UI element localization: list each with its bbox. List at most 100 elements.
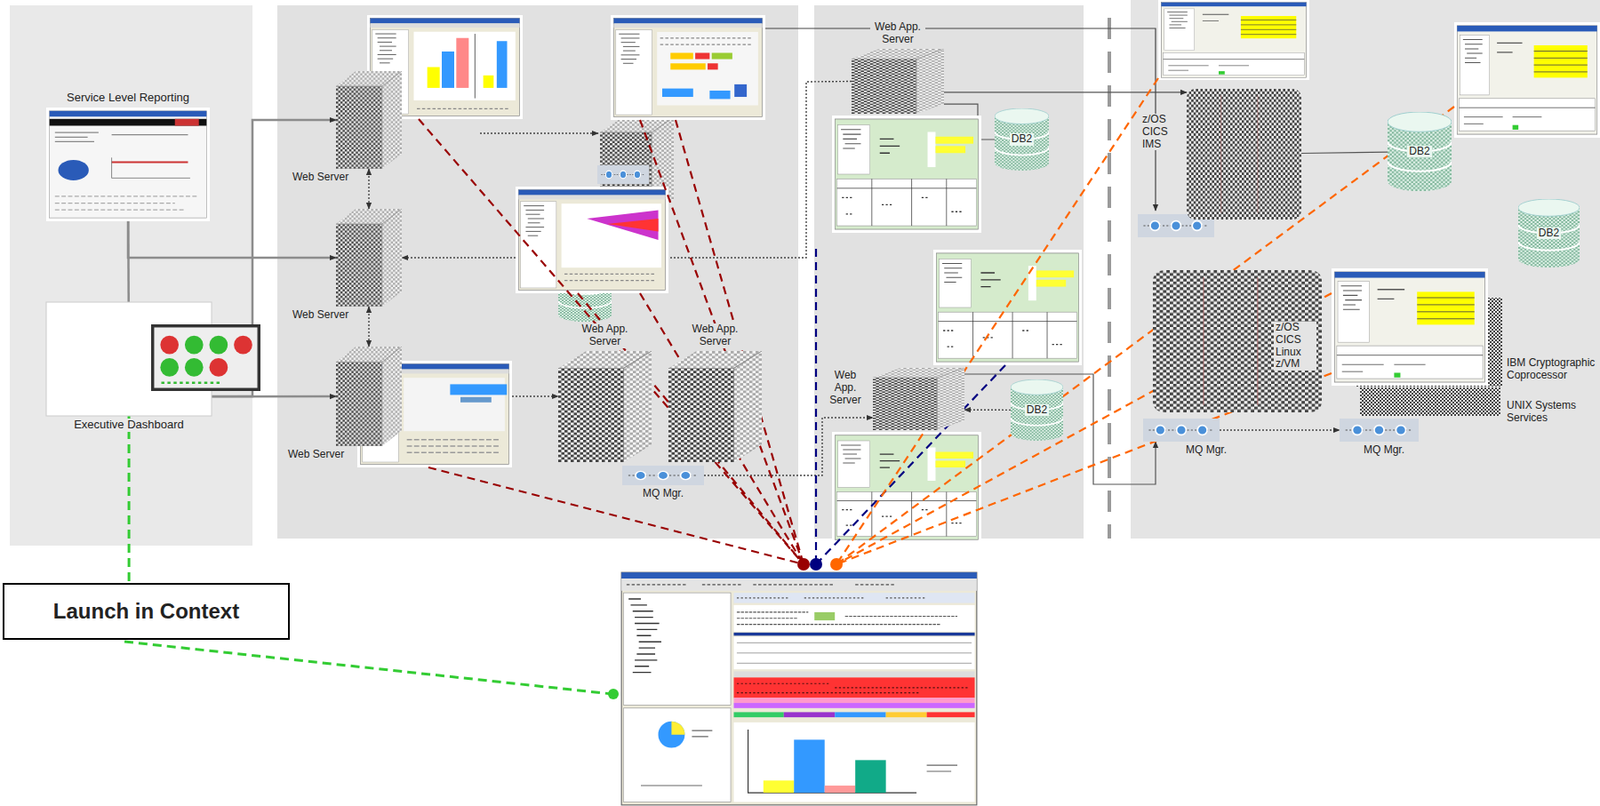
screenshot	[1331, 268, 1488, 386]
node-shape	[336, 71, 402, 169]
icon-part	[336, 71, 402, 169]
icon-part	[558, 351, 652, 463]
database-icon: DB2	[1010, 379, 1064, 441]
icon-part	[994, 108, 1049, 171]
icon-part	[622, 465, 704, 486]
connector	[368, 168, 369, 209]
node-label: z/OS CICS Linux z/VM	[1273, 321, 1317, 371]
icon-part	[1339, 418, 1419, 442]
connector	[1301, 152, 1388, 153]
node-label: MQ Mgr.	[1184, 444, 1229, 457]
node-shape	[46, 107, 210, 222]
node-shape	[1360, 387, 1501, 416]
screenshot	[610, 15, 766, 120]
mainframe-icon: z/OS CICS Linux z/VM	[1152, 270, 1322, 413]
node-label: Web Server	[286, 448, 346, 462]
node-label: MQ Mgr.	[640, 488, 686, 501]
connector	[964, 374, 1156, 485]
connector	[1219, 429, 1340, 431]
icon-part	[851, 48, 944, 114]
separator	[1107, 17, 1112, 539]
icon-part	[336, 208, 402, 307]
node-label: Web Server	[290, 309, 351, 322]
leader-line	[124, 78, 1455, 695]
callout-box: Launch in Context	[2, 583, 290, 640]
leader-line	[836, 78, 1455, 565]
mainframe-icon: z/OS CICS IMS	[1186, 88, 1302, 220]
node-label: DB2	[1009, 133, 1034, 146]
panel	[277, 5, 799, 539]
icon-part	[336, 346, 402, 447]
report-screen: Service Level Reporting	[46, 107, 210, 222]
node-label: Web Server	[290, 171, 351, 184]
node-shape	[336, 346, 402, 447]
leader-dot	[830, 558, 843, 571]
icon-part	[1010, 379, 1064, 441]
node-label: Web App. Server	[870, 21, 926, 47]
connector	[128, 221, 336, 258]
node-label: IBM Cryptographic Coprocessor	[1504, 357, 1598, 383]
server-icon: Web App. Server	[872, 368, 965, 431]
database-icon: DB2	[1387, 112, 1452, 192]
icon-part	[1360, 387, 1501, 416]
screenshot	[1158, 0, 1310, 80]
node-label: DB2	[1024, 404, 1049, 417]
connectors	[128, 81, 1388, 584]
server-icon: Web App. Server	[668, 351, 762, 463]
console-screenshot	[620, 571, 978, 806]
node-shape	[622, 465, 704, 486]
node-label: Launch in Context	[51, 599, 241, 624]
node-shape	[1186, 88, 1302, 220]
icon-part	[1186, 88, 1302, 220]
queue-icon: MQ Mgr.	[1143, 418, 1220, 442]
node-shape	[1339, 418, 1419, 442]
node-label: Executive Dashboard	[72, 418, 186, 432]
icon-part	[668, 351, 762, 463]
queue-icon: MQ Mgr.	[622, 465, 704, 486]
node-label: Web App. Server	[821, 369, 870, 407]
node-label: Web App. Server	[577, 323, 633, 349]
leader-line	[124, 641, 613, 695]
leader-dot	[809, 558, 823, 571]
queue-icon	[597, 165, 649, 184]
node-shape	[668, 351, 762, 463]
panel	[9, 5, 253, 546]
panel	[1130, 0, 1600, 539]
connector	[211, 395, 336, 399]
dashboard-screen: Executive Dashboard	[46, 302, 212, 416]
node-shape	[336, 208, 402, 307]
node-label: Web App. Server	[688, 323, 744, 349]
icon-part	[1143, 418, 1220, 442]
database-icon: DB2	[994, 108, 1049, 171]
icon-part	[1152, 270, 1322, 413]
server-icon: Web App. Server	[558, 351, 652, 463]
leader-dot	[797, 558, 810, 571]
connector	[368, 306, 369, 347]
node-shape	[46, 302, 212, 416]
icon-part	[46, 107, 210, 222]
icon-part	[151, 324, 261, 392]
node-shape	[851, 48, 944, 114]
leader-dot	[608, 558, 843, 700]
wire	[480, 28, 1156, 211]
screenshot	[515, 186, 669, 294]
icon-part	[1518, 199, 1580, 268]
connector	[964, 408, 1011, 411]
server-icon: Web Server	[336, 71, 402, 169]
node-label: UNIX Systems Services	[1504, 400, 1598, 425]
wire	[480, 132, 599, 134]
leader-dot	[608, 688, 619, 700]
connector	[128, 416, 131, 584]
icon-part	[872, 368, 965, 431]
screenshot	[1454, 22, 1600, 138]
node-shape	[872, 368, 965, 431]
screenshot	[357, 0, 1600, 806]
node-label: Service Level Reporting	[64, 91, 192, 105]
node-label: DB2	[1536, 227, 1561, 240]
node-shape	[558, 351, 652, 463]
crypto-unit: IBM Cryptographic CoprocessorUNIX System…	[1360, 387, 1501, 416]
database-icon: DB2	[1518, 199, 1580, 268]
node-label: DB2	[1407, 145, 1432, 159]
leader-line	[816, 248, 1006, 565]
